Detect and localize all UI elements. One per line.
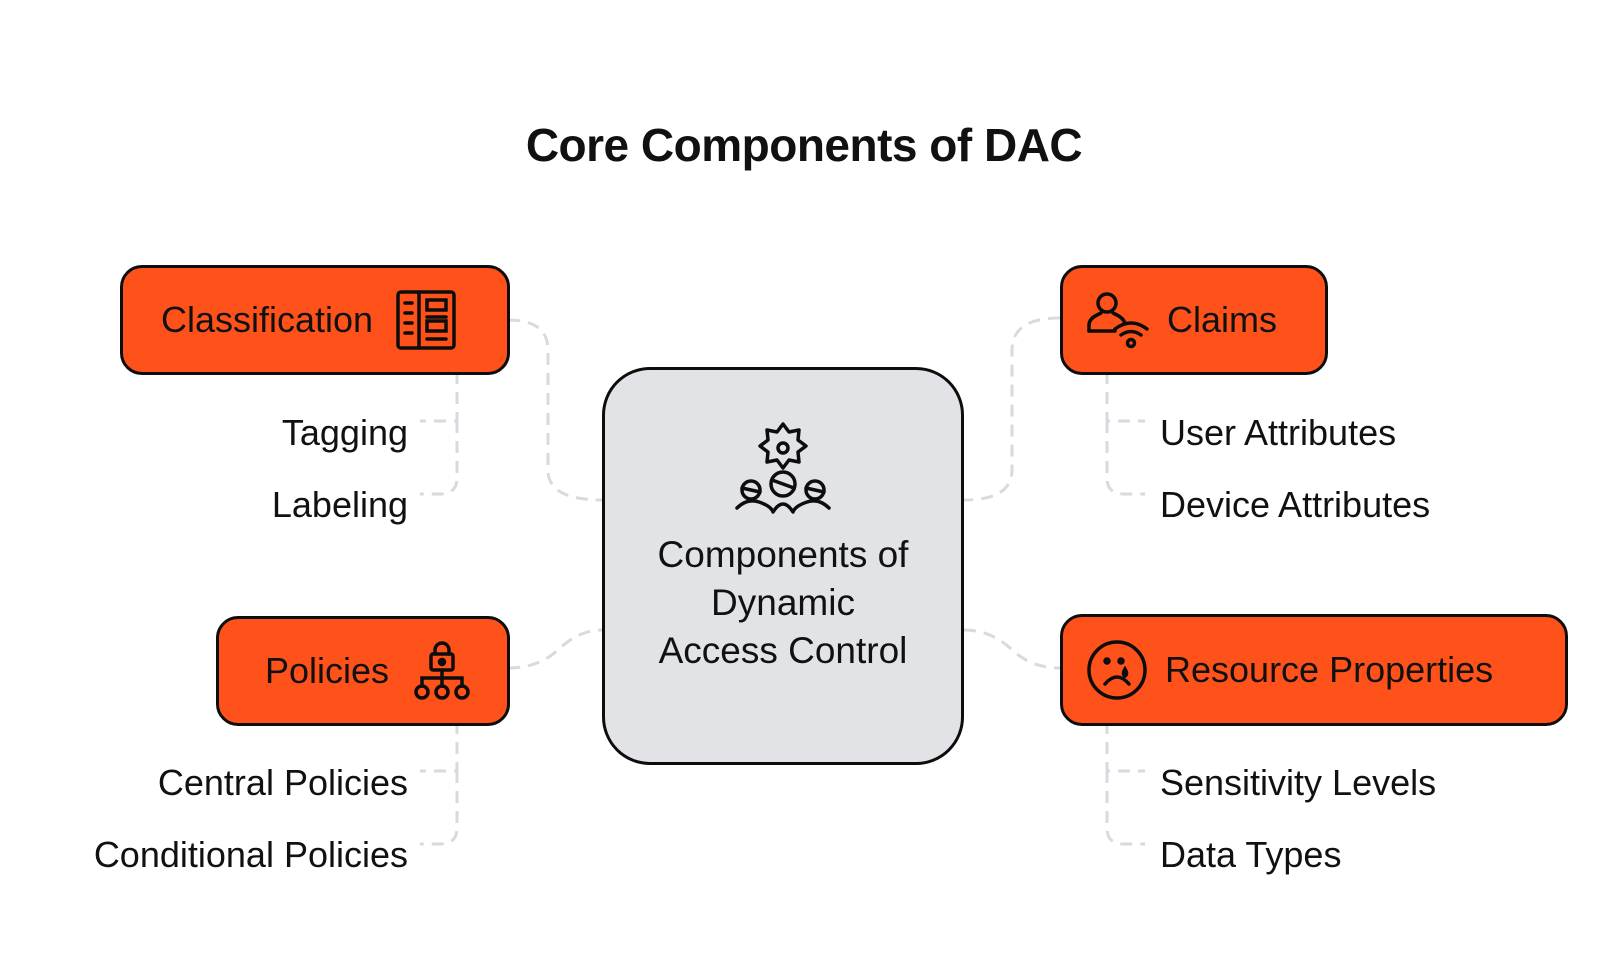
lock-hierarchy-icon [411, 640, 473, 702]
connector-policies-conditional [420, 771, 459, 846]
connector-claims-center [963, 316, 1061, 502]
center-node-label: Components of Dynamic Access Control [657, 534, 909, 671]
connector-policies-center [507, 628, 603, 670]
child-sensitivity-levels: Sensitivity Levels [1160, 762, 1437, 803]
connector-resource-sensitivity [1105, 722, 1145, 773]
node-resource-properties: Resource Properties [1060, 614, 1568, 726]
connector-classification-labeling [420, 421, 459, 496]
child-labeling: Labeling [271, 484, 408, 525]
child-device-attributes: Device Attributes [1160, 484, 1431, 525]
user-wifi-icon [1085, 289, 1149, 351]
connector-policies-central [420, 722, 459, 773]
sad-tear-face-icon [1085, 638, 1149, 702]
diagram-title: Core Components of DAC [525, 119, 1083, 171]
node-claims: Claims [1060, 265, 1328, 375]
child-tagging: Tagging [281, 412, 408, 453]
node-classification-label: Classification [161, 299, 374, 340]
center-node: Components of Dynamic Access Control [602, 367, 964, 765]
connector-claims-user [1105, 372, 1145, 423]
node-policies-label: Policies [265, 650, 390, 691]
connector-claims-device [1105, 421, 1145, 496]
node-classification: Classification [120, 265, 510, 375]
document-columns-icon [395, 289, 457, 351]
child-conditional-policies: Conditional Policies [93, 834, 408, 875]
gear-group-icon [733, 420, 833, 521]
node-claims-label: Claims [1167, 299, 1278, 340]
node-resource-properties-label: Resource Properties [1165, 649, 1494, 690]
connector-classification-center [507, 318, 603, 502]
connector-resource-datatypes [1105, 771, 1145, 846]
node-policies: Policies [216, 616, 510, 726]
child-data-types: Data Types [1160, 834, 1342, 875]
connector-classification-tagging [420, 372, 459, 423]
child-central-policies: Central Policies [157, 762, 408, 803]
connector-resource-center [963, 628, 1061, 670]
child-user-attributes: User Attributes [1160, 412, 1397, 453]
